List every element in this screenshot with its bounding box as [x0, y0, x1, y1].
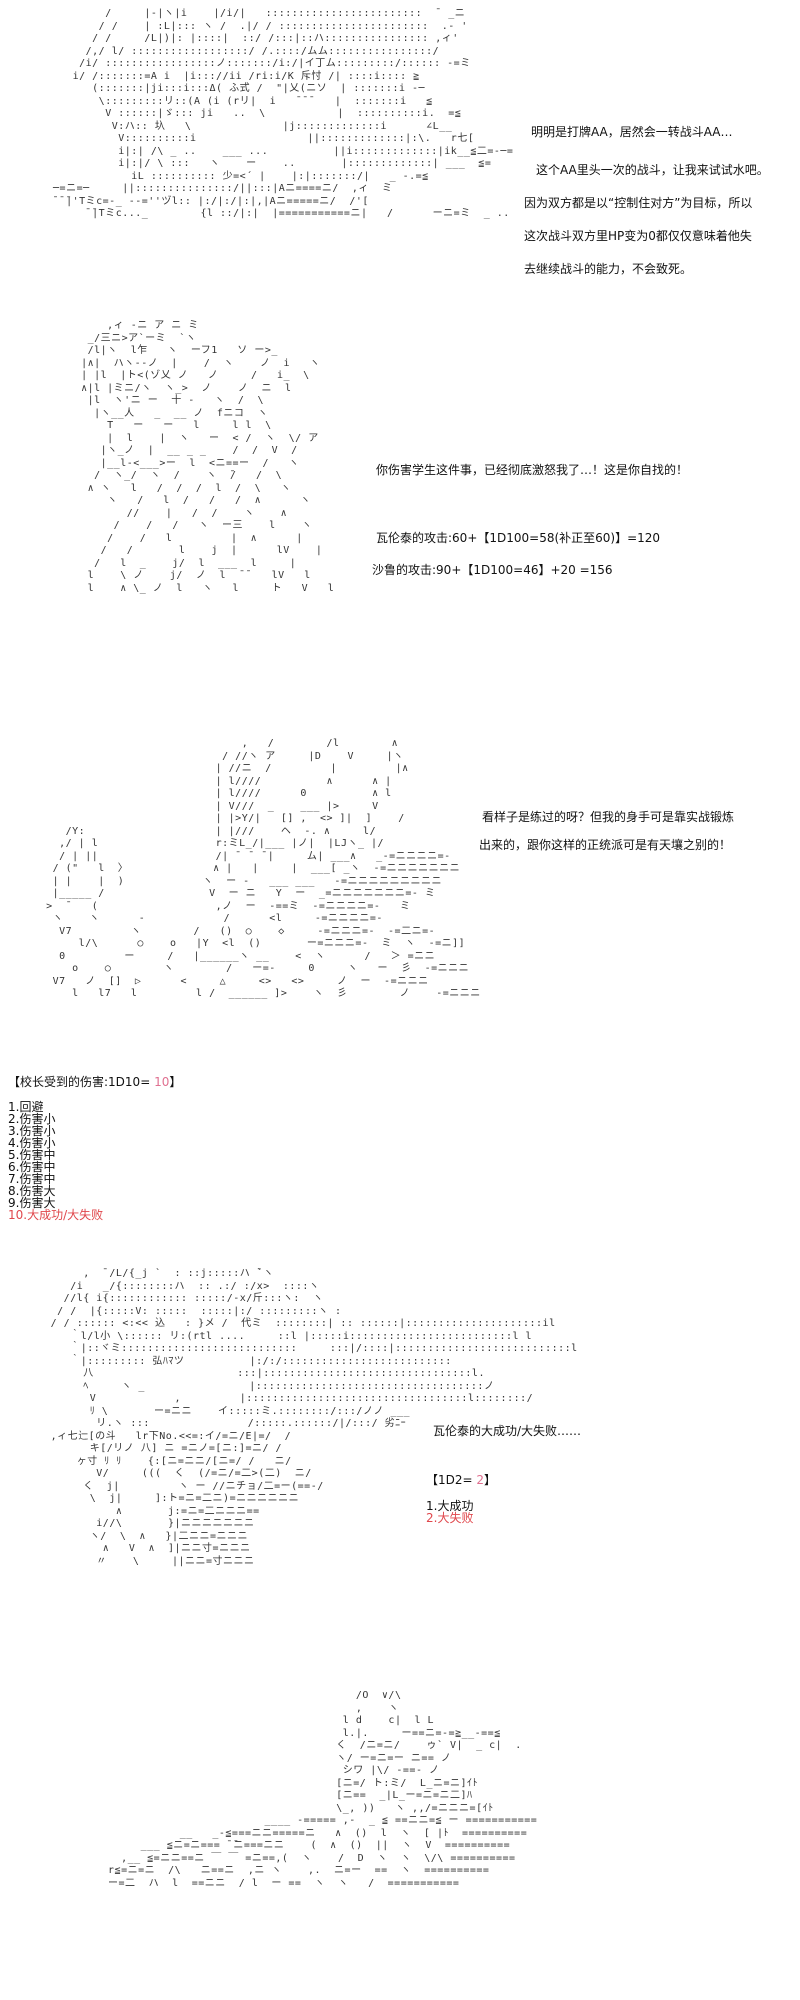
list-item: 1.回避 — [8, 1100, 44, 1114]
attack-roll-sharu: 沙鲁的攻击:90+【1D100=46】+20 =156 — [372, 563, 613, 577]
narration-line-1: 明明是打牌AA，居然会一转战斗AA… — [531, 125, 733, 139]
speech-line-1: 看样子是练过的呀？但我的身手可是靠实战锻炼 — [482, 810, 735, 824]
attack-roll-valentine: 瓦伦泰的攻击:60+【1D100=58(补正至60)】=120 — [376, 531, 661, 545]
damage-options-list: 1.回避 2.伤害小 3.伤害小 4.伤害小 5.伤害中 6.伤害中 7.伤害中… — [8, 1101, 103, 1221]
ascii-art-panel-1: / |-|ヽ|i |/i/| :::::::::::::::::::::::: … — [46, 8, 514, 219]
ascii-art-panel-5: /O ∨/\ , ヽ l d c| l L l.|. ー==ニ=-=≧__-==… — [108, 1690, 538, 1889]
critical-options-list: 1.大成功 2.大失败 — [426, 1500, 473, 1524]
list-item: 9.伤害大 — [8, 1196, 56, 1210]
list-item: 4.伤害小 — [8, 1136, 56, 1150]
critical-roll: 【1D2= 2】 — [426, 1473, 496, 1487]
list-item-highlighted: 10.大成功/大失败 — [8, 1208, 104, 1222]
narration-line-3: 因为双方都是以“控制住对方”为目标，所以 — [524, 196, 753, 210]
critical-roll-label: 【1D2= — [426, 1473, 477, 1487]
list-item: 8.伤害大 — [8, 1184, 56, 1198]
list-item: 2.伤害小 — [8, 1112, 56, 1126]
ascii-art-panel-2: ,ィ ‐ニ ア ニ ミ _/三ニ>ア`ーミ `ヽ /l|ヽ l乍 ヽ ーフ1 ソ… — [81, 320, 335, 594]
damage-roll-result: 10 — [154, 1075, 170, 1089]
speech-text: 你伤害学生这件事，已经彻底激怒我了…！这是你自找的！ — [376, 463, 689, 477]
damage-roll-suffix: 】 — [169, 1075, 182, 1089]
narration-line-2: 这个AA里头一次的战斗，让我来试试水吧。 — [536, 163, 769, 177]
ascii-art-panel-4: , ̄ /L/{_j ` : ::j:::::ハ ̄`ヽ /i _/{:::::… — [50, 1268, 578, 1567]
narration-line-5: 去继续战斗的能力，不会致死。 — [524, 262, 693, 276]
damage-roll: 【校长受到的伤害:1D10= 10】 — [8, 1075, 181, 1089]
list-item: 7.伤害中 — [8, 1172, 56, 1186]
list-item: 1.大成功 — [426, 1499, 474, 1513]
speech-line-2: 出来的，跟你这样的正统派可是有天壤之别的！ — [479, 838, 732, 852]
narration-critical: 瓦伦泰的大成功/大失败…… — [433, 1424, 582, 1438]
damage-roll-label: 【校长受到的伤害:1D10= — [8, 1075, 155, 1089]
list-item: 3.伤害小 — [8, 1124, 56, 1138]
list-item: 6.伤害中 — [8, 1160, 56, 1174]
critical-roll-result: 2 — [476, 1473, 485, 1487]
list-item: 5.伤害中 — [8, 1148, 56, 1162]
narration-line-4: 这次战斗双方里HP变为0都仅仅意味着他失 — [524, 229, 752, 243]
ascii-art-panel-3: , / /l ∧ / //ヽ ア |D V |ヽ | //ニ / | |∧ | … — [46, 738, 481, 999]
critical-roll-suffix: 】 — [484, 1473, 497, 1487]
list-item-highlighted: 2.大失败 — [426, 1511, 474, 1525]
